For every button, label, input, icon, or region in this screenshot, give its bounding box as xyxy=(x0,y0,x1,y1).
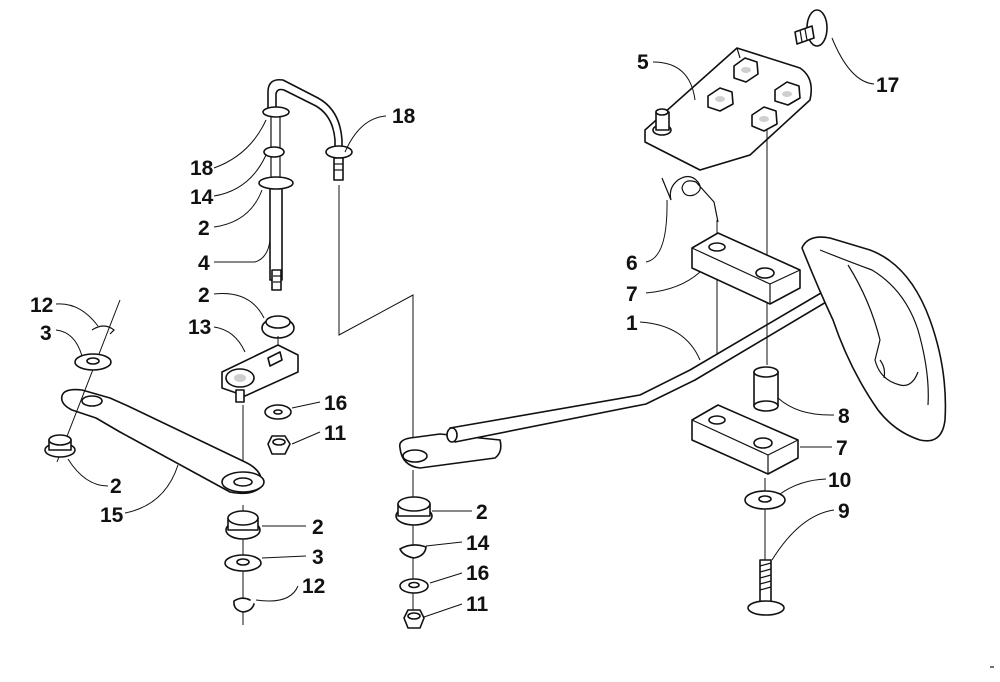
block-7-lower xyxy=(691,404,799,475)
callout-3-upper: 3 xyxy=(40,322,52,345)
washer-3-lower-left xyxy=(224,554,262,572)
callout-11-center: 11 xyxy=(466,593,489,616)
callout-2-upper: 2 xyxy=(198,217,210,240)
callout-labels: 18 14 2 4 2 13 18 16 11 12 3 2 15 2 3 12… xyxy=(30,51,899,616)
shift-arm-part xyxy=(60,388,265,495)
callout-5: 5 xyxy=(637,51,649,74)
callout-16-left: 16 xyxy=(324,392,347,415)
assembly-center-line xyxy=(338,185,414,445)
callout-2-center: 2 xyxy=(476,501,488,524)
spacer-8-part xyxy=(753,366,779,412)
screw-17-part xyxy=(794,9,828,47)
callout-4: 4 xyxy=(198,252,210,275)
callout-18-left: 18 xyxy=(190,157,214,180)
bushing-part-upper xyxy=(261,315,295,339)
washer-16-center xyxy=(399,578,429,594)
callout-2-lower-left: 2 xyxy=(312,516,324,539)
callout-2-bushing: 2 xyxy=(198,284,210,307)
callout-8: 8 xyxy=(838,405,850,428)
callout-14-center: 14 xyxy=(466,532,490,555)
foot-pedal-part xyxy=(801,236,947,442)
bolt-9-part xyxy=(747,559,785,616)
nut-11-left xyxy=(267,435,291,455)
callout-1: 1 xyxy=(626,312,638,335)
callout-6: 6 xyxy=(626,252,638,275)
callout-9: 9 xyxy=(838,500,850,523)
nut-11-center xyxy=(403,609,425,629)
callout-16-center: 16 xyxy=(466,562,489,585)
callout-7-lower: 7 xyxy=(836,437,848,460)
callout-13: 13 xyxy=(188,316,211,339)
washer-10-part xyxy=(744,490,786,510)
clip-12-left-upper xyxy=(91,325,115,335)
callout-15: 15 xyxy=(100,504,124,527)
callout-3-lower: 3 xyxy=(312,546,324,569)
washer-3-left-upper xyxy=(74,353,112,371)
callout-14-upper: 14 xyxy=(190,186,214,209)
leader-lines xyxy=(55,37,875,618)
bracket-plate-part xyxy=(644,47,813,171)
block-7-upper xyxy=(691,232,801,305)
washer-16-left xyxy=(264,404,292,420)
spring-6-part xyxy=(661,175,719,223)
clip-14-center xyxy=(399,544,427,559)
callout-12-upper: 12 xyxy=(30,294,53,317)
callout-2-left: 2 xyxy=(110,475,122,498)
shift-rod-part xyxy=(258,78,343,291)
callout-11-left: 11 xyxy=(324,422,347,445)
bushing-2-left xyxy=(44,434,76,458)
pivot-block-part xyxy=(221,344,299,403)
callout-18-right: 18 xyxy=(392,105,416,128)
bushing-2-lower-left xyxy=(225,510,261,540)
rod-end-washer-part xyxy=(325,145,353,181)
callout-10: 10 xyxy=(828,469,851,492)
callout-7-upper: 7 xyxy=(626,283,638,306)
bushing-2-lower-center xyxy=(395,496,433,526)
clip-12-lower-left xyxy=(233,597,255,613)
callout-17: 17 xyxy=(876,74,899,97)
callout-12-lower: 12 xyxy=(302,575,325,598)
